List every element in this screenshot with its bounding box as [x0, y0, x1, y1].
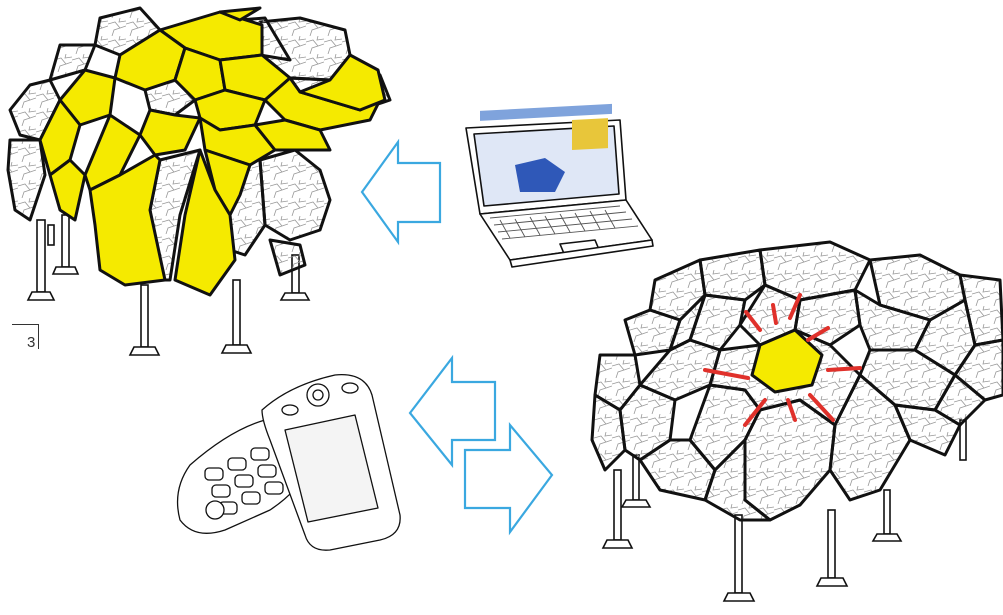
- arrow-pair-phone-canopy-right: [410, 358, 552, 532]
- arrow-laptop-to-canopy-left: [362, 142, 440, 242]
- laptop: [466, 104, 653, 267]
- phones: [178, 375, 401, 551]
- figure-number: 3: [27, 334, 35, 351]
- phone-screen: [262, 375, 400, 551]
- canopy-right: [592, 242, 1003, 601]
- canopy-left: [8, 8, 390, 355]
